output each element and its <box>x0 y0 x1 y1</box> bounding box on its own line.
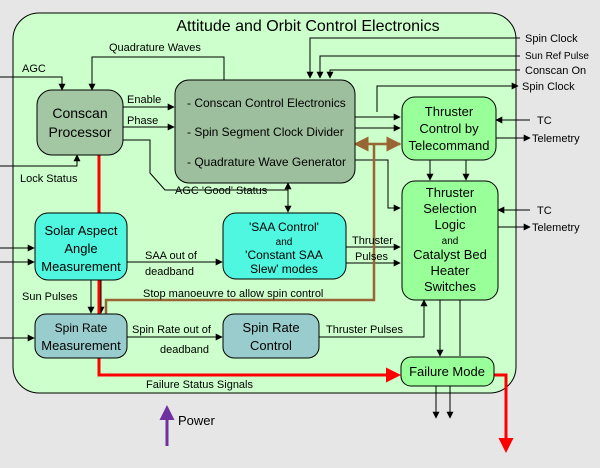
saa-control-block: 'SAA Control' and 'Constant SAA Slew' mo… <box>222 212 347 280</box>
control-electronics-label-3: - Quadrature Wave Generator <box>187 155 346 169</box>
tsl-label-6: Heater <box>430 263 470 278</box>
tsl-label-7: Switches <box>424 279 477 294</box>
failure-status-label: Failure Status Signals <box>146 379 253 391</box>
solar-aspect-label-2: Angle <box>64 241 97 256</box>
conscan-on-label: Conscan On <box>525 65 586 77</box>
lock-status-line <box>0 154 81 167</box>
telemetry-mid-label: Telemetry <box>532 222 580 234</box>
thruster-control-label-1: Thruster <box>425 104 474 119</box>
saa-control-label-1: 'SAA Control' <box>249 220 319 234</box>
agc-good-status-line <box>123 139 288 191</box>
signal-lines <box>0 37 531 419</box>
stop-manoeuvre-label: Stop manoeuvre to allow spin control <box>143 288 323 300</box>
tsl-label-4: and <box>442 236 459 247</box>
enable-label: Enable <box>127 94 161 106</box>
thruster-control-label-2: Control by <box>419 121 479 136</box>
thruster-control-block: Thruster Control by Telecommand <box>401 96 497 161</box>
thruster-pulses-line <box>319 299 428 338</box>
saa-control-label-3: 'Constant SAA <box>245 248 323 262</box>
saa-control-label-2: and <box>276 237 293 248</box>
quadrature-waves-line <box>88 56 225 91</box>
sun-ref-pulse-line <box>316 55 520 79</box>
control-electronics-label-1: - Conscan Control Electronics <box>187 96 346 110</box>
sun-ref-pulse-label: Sun Ref Pulse <box>525 51 589 62</box>
solar-aspect-label-1: Solar Aspect <box>45 223 118 238</box>
power-label: Power <box>178 413 216 428</box>
spin-clock-in-line <box>306 37 520 79</box>
srm-label-2: Measurement <box>41 338 121 353</box>
failure-mode-block: Failure Mode <box>400 356 495 387</box>
saa-out-label-2: deadband <box>145 266 194 278</box>
tsl-label-5: Catalyst Bed <box>413 247 487 262</box>
signal-labels: Quadrature Waves AGC Enable Phase Lock S… <box>20 33 589 391</box>
solar-aspect-label-3: Measurement <box>41 259 121 274</box>
agc-label: AGC <box>22 63 46 75</box>
failure-output-path <box>494 373 514 453</box>
solar-aspect-block: Solar Aspect Angle Measurement <box>34 212 128 281</box>
conscan-processor-label-2: Processor <box>48 124 111 140</box>
control-electronics-label-2: - Spin Segment Clock Divider <box>187 125 344 139</box>
spin-rate-measurement-block: Spin Rate Measurement <box>34 313 128 359</box>
control-electronics-block: - Conscan Control Electronics - Spin Seg… <box>174 79 356 184</box>
phase-label: Phase <box>127 115 158 127</box>
thruster-pulses-label: Thruster Pulses <box>326 324 404 336</box>
panel-title: Attitude and Orbit Control Electronics <box>176 18 439 35</box>
conscan-processor-label-1: Conscan <box>52 105 107 121</box>
thruster-selection-block: Thruster Selection Logic and Catalyst Be… <box>401 180 499 301</box>
saa-control-label-4: Slew' modes <box>250 262 318 276</box>
quadrature-waves-label: Quadrature Waves <box>109 42 201 54</box>
src-label-1: Spin Rate <box>242 320 299 335</box>
ce-to-tsl <box>355 159 401 212</box>
tsl-label-3: Logic <box>434 217 466 232</box>
spin-clock-out-line <box>376 82 519 112</box>
spin-rate-out-label-1: Spin Rate out of <box>132 324 212 336</box>
agc-line <box>0 76 66 91</box>
spin-rate-out-label-2: deadband <box>160 344 209 356</box>
lock-status-label: Lock Status <box>20 173 78 185</box>
saa-out-label-1: SAA out of <box>145 250 198 262</box>
tsl-label-1: Thruster <box>426 185 475 200</box>
tsl-label-2: Selection <box>423 201 476 216</box>
src-label-2: Control <box>250 338 292 353</box>
spin-clock-in-label: Spin Clock <box>525 33 578 45</box>
tc-top-label: TC <box>537 115 552 127</box>
power-input: Power <box>159 405 216 446</box>
tc-mid-label: TC <box>537 205 552 217</box>
sun-pulses-label: Sun Pulses <box>22 291 78 303</box>
agc-good-status-label: AGC 'Good' Status <box>175 185 268 197</box>
stop-manoeuvre-path <box>104 136 402 314</box>
thruster-label: Thruster <box>352 235 393 247</box>
spin-clock-out-label: Spin Clock <box>522 81 575 93</box>
spin-rate-control-block: Spin Rate Control <box>222 313 320 359</box>
conscan-processor-block: Conscan Processor <box>36 89 124 156</box>
thruster-control-label-3: Telecommand <box>409 138 490 153</box>
failure-mode-label: Failure Mode <box>409 364 485 379</box>
electronics-panel <box>12 12 517 394</box>
conscan-on-line <box>326 69 520 79</box>
pulses-label: Pulses <box>355 251 389 263</box>
srm-label-1: Spin Rate <box>55 321 108 335</box>
telemetry-top-label: Telemetry <box>532 133 580 145</box>
